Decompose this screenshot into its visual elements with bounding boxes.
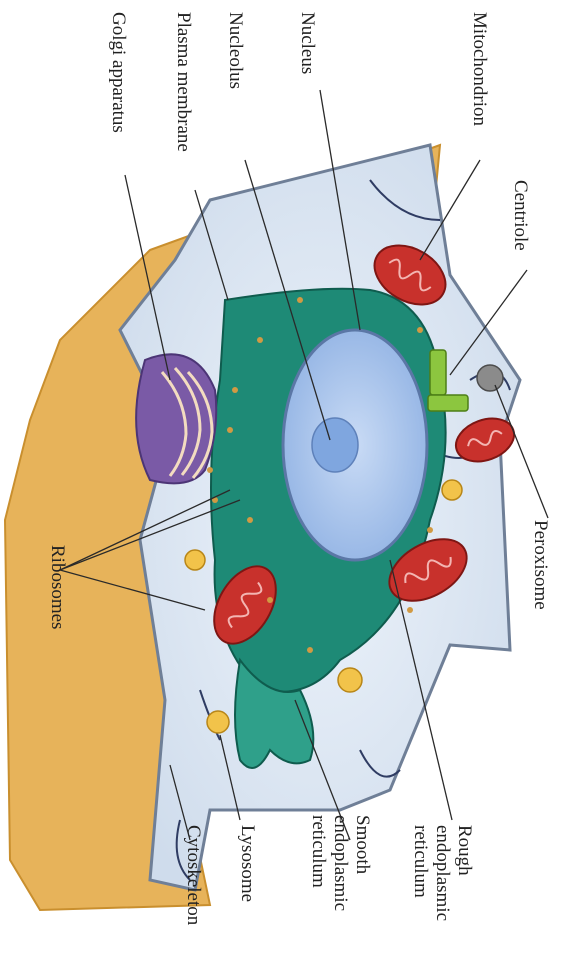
label-lysosome: Lysosome: [237, 825, 258, 902]
peroxisome: [477, 365, 503, 391]
label-smooth-er-line2: endoplasmic: [330, 815, 351, 911]
label-smooth-er-line1: Smooth: [352, 815, 373, 875]
label-centriole: Centriole: [510, 180, 531, 251]
label-ribosomes: Ribosomes: [47, 545, 68, 629]
label-nucleolus: Nucleolus: [225, 12, 246, 89]
label-smooth-er-line3: reticulum: [308, 815, 329, 888]
nucleolus: [312, 418, 358, 472]
golgi-apparatus: [136, 354, 216, 483]
label-rough-er-line1: Rough: [454, 825, 475, 876]
label-peroxisome: Peroxisome: [530, 520, 551, 610]
label-plasma-membrane: Plasma membrane: [173, 12, 194, 152]
label-golgi: Golgi apparatus: [108, 12, 129, 133]
label-nucleus: Nucleus: [297, 12, 318, 74]
label-cytoskeleton: Cytoskeleton: [183, 825, 204, 926]
label-mitochondrion: Mitochondrion: [469, 12, 490, 126]
label-rough-er-line3: reticulum: [410, 825, 431, 898]
label-rough-er-line2: endoplasmic: [432, 825, 453, 921]
